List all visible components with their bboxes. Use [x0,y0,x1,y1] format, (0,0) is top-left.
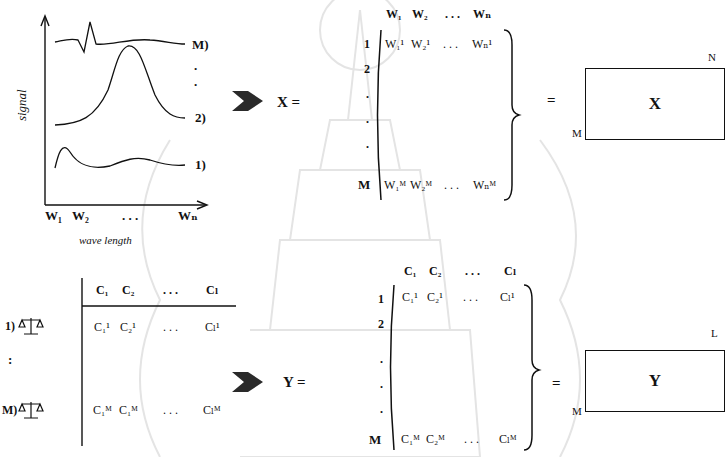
label: Wₙ¹ [472,38,492,51]
label: wave length [79,234,132,246]
label: M) [192,38,209,52]
matrix-bracket [378,30,520,200]
matrix-name: Y [649,371,661,391]
label: C₁ᴹ [401,433,420,446]
label: L [711,327,718,339]
label: Wₙ [473,8,491,21]
arrow-symbol [232,91,263,111]
matrix-bracket [391,285,540,450]
label: M [369,433,381,447]
label: Cₗ¹ [205,321,220,334]
label: 1 [364,38,370,51]
label: W₂ [412,8,428,21]
label: . . . [163,404,178,417]
label: M [572,405,582,417]
label: . [194,59,197,73]
label: . . . [122,209,138,223]
label: X = [277,94,300,111]
label: M [572,127,582,139]
label: C₂ [429,265,441,278]
label: Y = [283,374,306,391]
label: . [366,88,369,101]
label: 1) [5,320,15,333]
label: 2) [195,111,206,125]
label: signal [15,89,29,121]
label: W₁¹ [385,38,404,51]
label: . [380,353,383,366]
label: . . . [464,433,479,446]
label: . . . [463,291,478,304]
label: C₁ [404,265,416,278]
label: = [547,92,556,109]
label: Cₗ¹ [500,291,515,304]
label: . [366,138,369,151]
arrow-symbol [232,372,263,392]
label: C₁ᴹ [119,404,138,417]
label: C₂¹ [120,321,136,334]
label: 2 [364,63,370,76]
label: M [358,178,370,192]
label: C₁ᴹ [93,404,112,417]
label: . [366,113,369,126]
matrix-box: X [585,68,725,140]
label: Cₗᴹ [203,404,220,417]
balance-symbol [19,318,43,418]
label: . . . [465,265,480,278]
spectrum-curves [55,22,185,168]
label: C₁¹ [94,321,110,334]
label: = [552,375,561,392]
label: . . . [445,8,460,21]
label: . . . [163,321,178,334]
label: 1 [378,293,384,306]
plot-axes [41,16,207,209]
label: W₁ [386,8,402,21]
label: C₂ [122,284,134,297]
label: W₁ᴹ [384,179,406,192]
label: . [380,378,383,391]
label: Wₙᴹ [473,179,496,192]
label: : [8,353,12,367]
label: N [708,51,716,63]
label: C₂ᴹ [426,433,445,446]
label: C₁¹ [402,291,418,304]
label: Cₗ [504,265,516,278]
matrix-name: X [649,94,661,114]
label: C₂¹ [427,291,443,304]
label: Wₙ [178,209,198,223]
label: Cₗ [206,284,218,297]
table-lines [82,278,236,446]
label: W₂ᴹ [410,179,432,192]
label: C₁ [96,284,108,297]
label: M) [2,404,17,417]
label: . . . [443,38,458,51]
label: 2 [378,318,384,331]
label: Cₗᴹ [499,433,516,446]
watermark [140,0,580,457]
label: . [194,75,197,89]
label: . . . [444,179,459,192]
matrix-box: Y [585,350,725,412]
label: . [380,403,383,416]
label: W₂ [72,209,89,223]
label: . . . [163,284,178,297]
label: 1) [195,158,206,172]
label: W₁ [45,209,62,223]
label: W₂¹ [411,38,430,51]
